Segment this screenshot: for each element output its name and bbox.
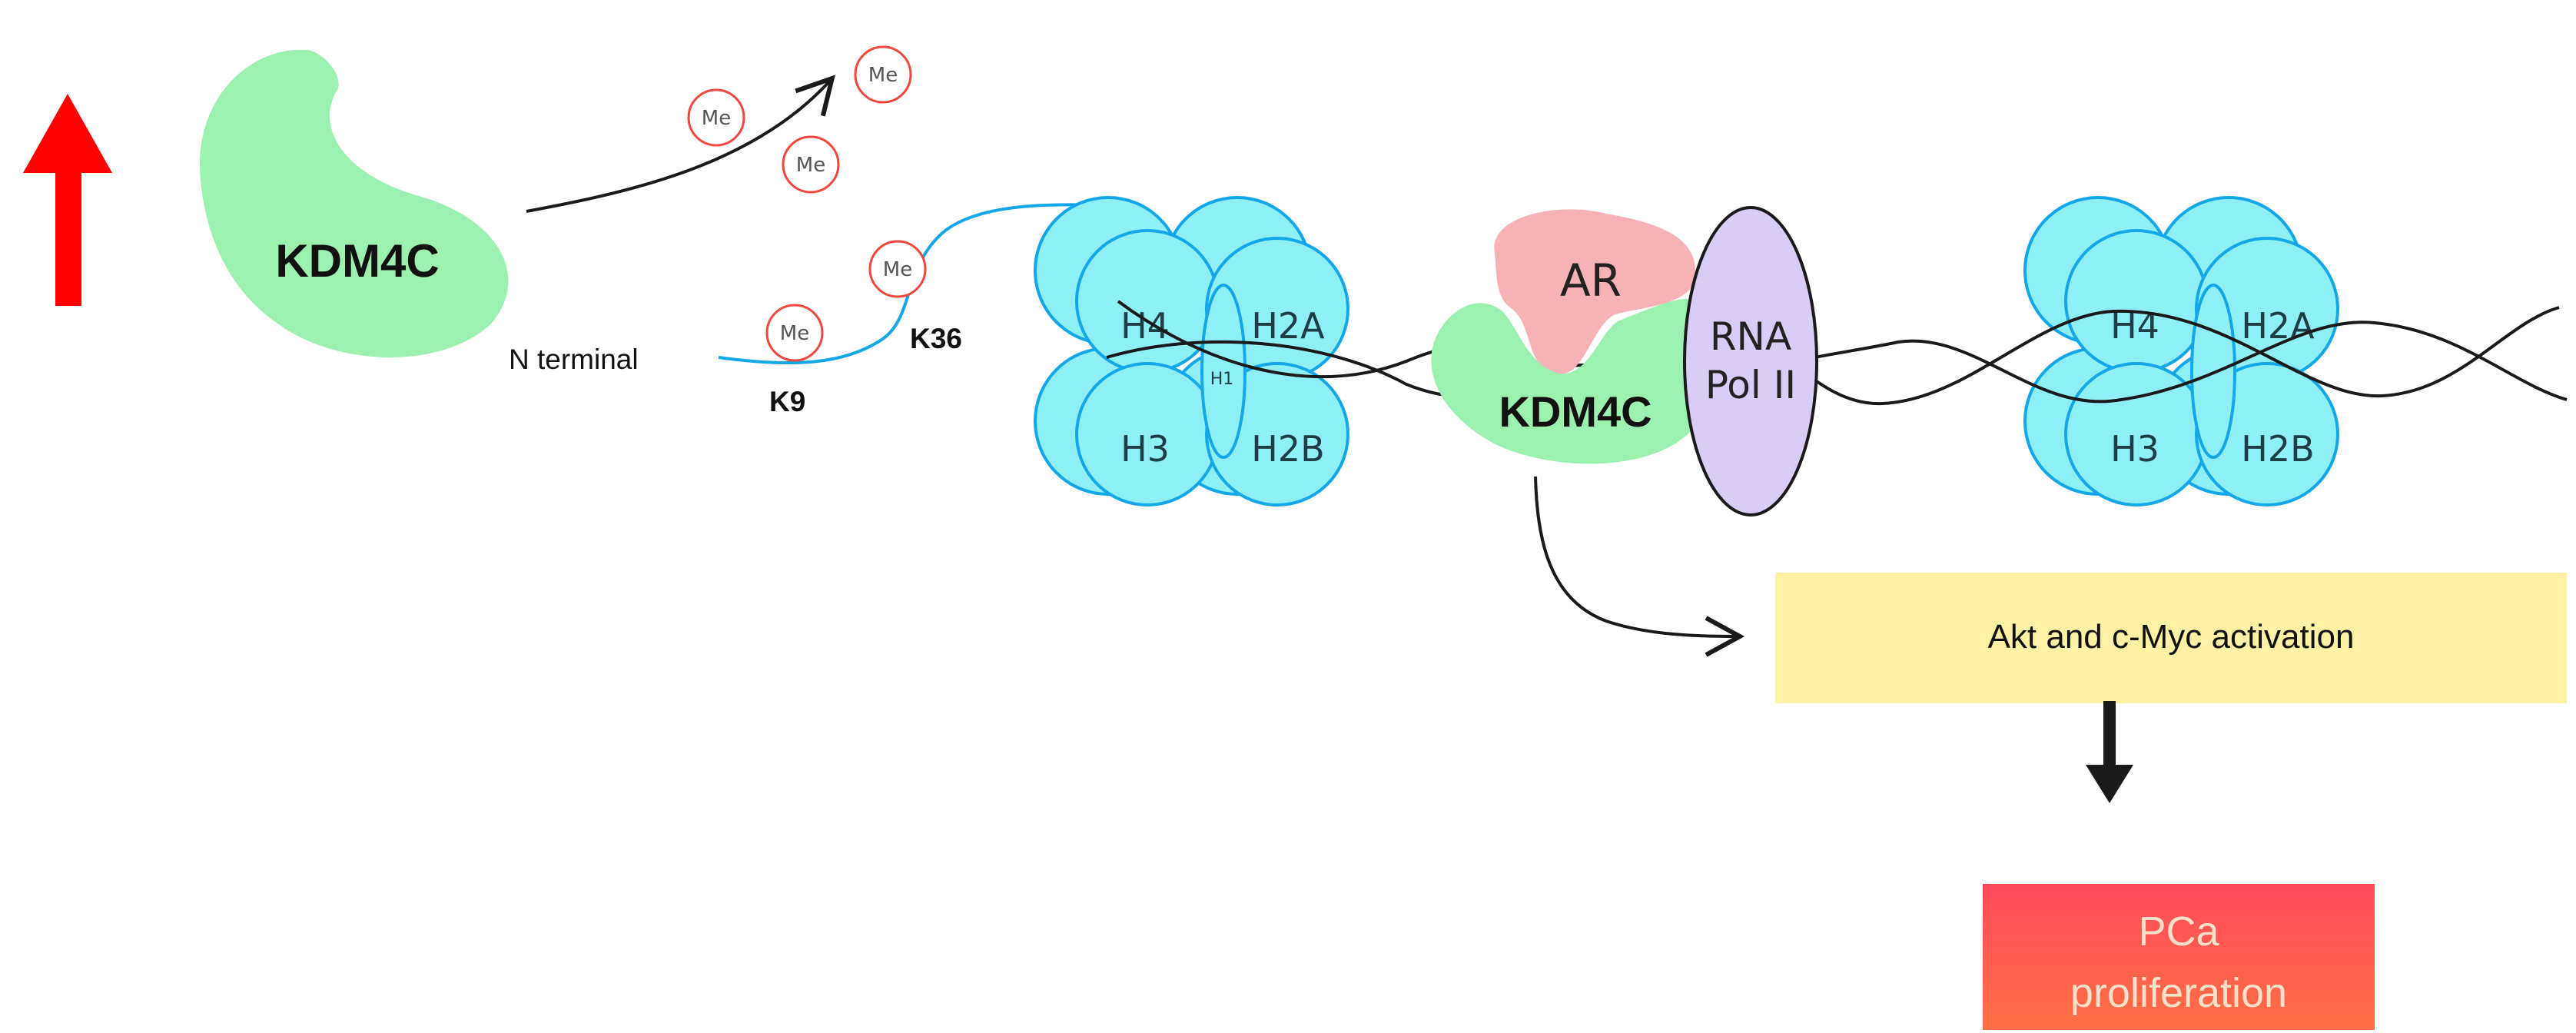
upregulation-arrow <box>23 94 112 306</box>
kdm4c-free-label: KDM4C <box>275 235 439 287</box>
nucleosome-2-labels: H4 H2A H3 H2B <box>2110 305 2315 470</box>
rna-polymerase-ii: RNA Pol II <box>1683 206 1818 516</box>
rna-pol-label-line2: Pol II <box>1705 363 1796 407</box>
released-me-3: Me <box>782 135 840 194</box>
svg-text:Me: Me <box>780 322 809 345</box>
svg-text:Me: Me <box>868 64 898 87</box>
nuc1-h4: H4 <box>1120 305 1170 347</box>
nucleosome-1 <box>1034 196 1349 507</box>
kdm4c-bound-enzyme: KDM4C <box>1431 299 1722 464</box>
tail-me-k36: Me <box>868 240 927 298</box>
downstream-arrow <box>2086 701 2133 803</box>
k36-label: K36 <box>910 323 962 354</box>
nucleosome-2 <box>2023 196 2339 507</box>
pca-label-line2: proliferation <box>2070 970 2287 1016</box>
nuc2-h2b: H2B <box>2241 428 2314 470</box>
k9-label: K9 <box>769 386 805 417</box>
akt-label: Akt and c-Myc activation <box>1988 618 2355 656</box>
pca-proliferation-box: PCa proliferation <box>1983 884 2375 1030</box>
nuc2-h3: H3 <box>2110 428 2159 470</box>
nuc1-h2b: H2B <box>1251 428 1324 470</box>
activation-arrow <box>1534 476 1745 657</box>
svg-text:Me: Me <box>883 258 912 281</box>
nuc1-h3: H3 <box>1120 428 1170 470</box>
androgen-receptor: AR <box>1494 209 1696 374</box>
released-me-2: Me <box>854 45 912 104</box>
demethylation-arrow <box>526 75 835 213</box>
nuc1-h2a: H2A <box>1251 305 1325 347</box>
nuc1-h1: H1 <box>1210 370 1234 389</box>
n-terminal-label: N terminal <box>509 344 639 375</box>
released-me-1: Me <box>687 88 745 147</box>
kdm4c-free-enzyme: KDM4C <box>200 49 509 357</box>
svg-text:Me: Me <box>702 107 731 130</box>
pca-label-line1: PCa <box>2138 908 2219 955</box>
rna-pol-label-line1: RNA <box>1710 314 1791 359</box>
nucleosome-1-labels: H4 H2A H3 H2B H1 <box>1120 305 1325 470</box>
kdm4c-bound-label: KDM4C <box>1499 387 1651 436</box>
ar-label: AR <box>1560 254 1622 307</box>
nuc2-h2a: H2A <box>2241 305 2315 347</box>
tail-me-k9: Me <box>765 304 824 362</box>
akt-cmyc-box: Akt and c-Myc activation <box>1775 573 2567 703</box>
svg-text:Me: Me <box>796 154 825 177</box>
